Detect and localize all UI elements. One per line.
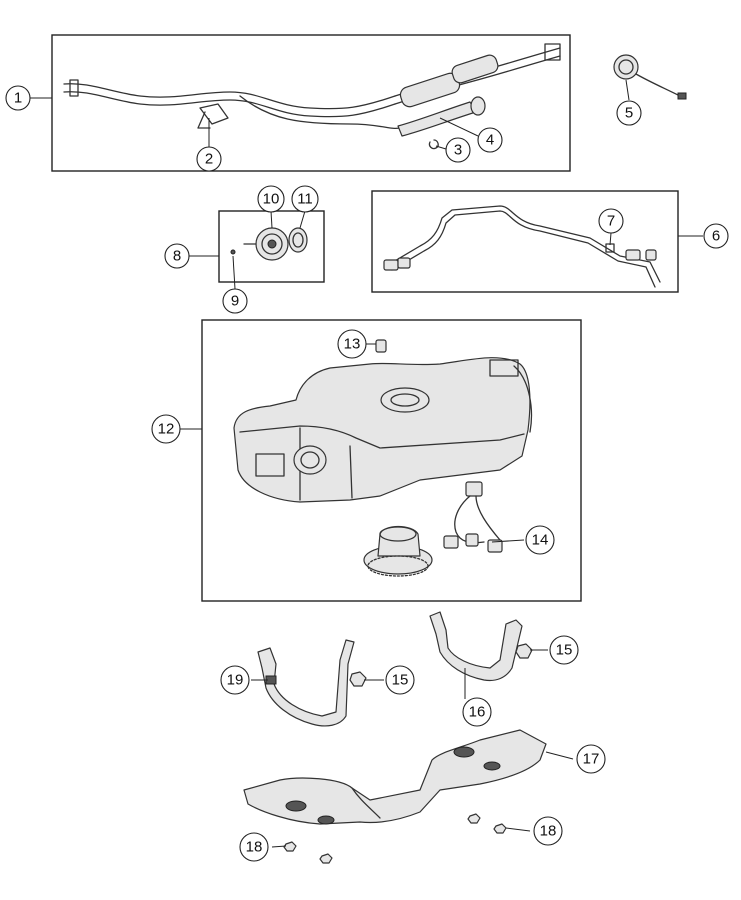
callout-2: 2 — [196, 146, 222, 172]
skid-plate-nuts — [283, 813, 507, 864]
fuel-line-assembly — [383, 205, 661, 288]
callout-3: 3 — [445, 137, 471, 163]
svg-text:15: 15 — [556, 642, 573, 659]
hose-clip-bracket — [197, 103, 229, 129]
fill-hose-assembly — [63, 43, 561, 137]
strap-nut-right — [515, 643, 533, 659]
svg-text:18: 18 — [540, 823, 557, 840]
sensor-connector — [613, 54, 687, 100]
retaining-pin — [230, 249, 236, 255]
svg-text:10: 10 — [263, 191, 280, 208]
svg-text:16: 16 — [469, 704, 486, 721]
hose-assembly-frame — [51, 34, 571, 172]
svg-text:8: 8 — [173, 248, 181, 265]
callout-4: 4 — [477, 127, 503, 153]
callout-13: 13 — [337, 329, 367, 359]
fuel-line-frame — [371, 190, 679, 293]
callout-9: 9 — [222, 288, 248, 314]
callout-5: 5 — [616, 100, 642, 126]
callout-7: 7 — [598, 208, 624, 234]
svg-text:14: 14 — [532, 532, 549, 549]
callout-6: 6 — [703, 223, 729, 249]
callout-18-left: 18 — [239, 832, 269, 862]
svg-text:6: 6 — [712, 228, 720, 245]
strap-nut-left — [349, 671, 367, 687]
fuel-tank-frame — [201, 319, 582, 602]
tank-strap-right — [429, 611, 523, 682]
vent-valve — [375, 339, 387, 353]
callout-18-right: 18 — [533, 816, 563, 846]
callout-16: 16 — [462, 697, 492, 727]
svg-text:11: 11 — [297, 191, 313, 208]
svg-text:4: 4 — [486, 132, 494, 149]
callout-17: 17 — [576, 744, 606, 774]
svg-text:9: 9 — [231, 293, 239, 310]
svg-text:17: 17 — [583, 751, 600, 768]
callout-14: 14 — [525, 525, 555, 555]
svg-text:3: 3 — [454, 142, 462, 159]
tank-wiring-harness — [443, 481, 503, 553]
fuel-tank — [233, 357, 533, 503]
svg-text:18: 18 — [246, 839, 263, 856]
tank-strap-left — [257, 639, 355, 727]
skid-plate — [243, 729, 547, 825]
fuel-line-clip — [605, 243, 615, 253]
svg-text:5: 5 — [625, 105, 633, 122]
leader-lines — [30, 79, 703, 848]
svg-text:2: 2 — [205, 151, 213, 168]
callout-11: 11 — [291, 185, 319, 213]
svg-text:12: 12 — [158, 421, 175, 438]
fuel-pump-module — [243, 227, 289, 261]
callout-12: 12 — [151, 414, 181, 444]
callout-8: 8 — [164, 243, 190, 269]
callout-15-right: 15 — [549, 635, 579, 665]
tank-sender-unit — [363, 525, 433, 577]
svg-text:1: 1 — [14, 90, 22, 107]
callout-19: 19 — [220, 665, 250, 695]
callout-1: 1 — [5, 85, 31, 111]
svg-text:15: 15 — [392, 672, 409, 689]
hose-clamp — [428, 139, 439, 150]
svg-text:13: 13 — [344, 336, 361, 353]
lock-ring — [288, 227, 308, 253]
callout-10: 10 — [257, 185, 285, 213]
svg-text:19: 19 — [227, 672, 244, 689]
svg-text:7: 7 — [607, 213, 615, 230]
callout-15-left: 15 — [385, 665, 415, 695]
